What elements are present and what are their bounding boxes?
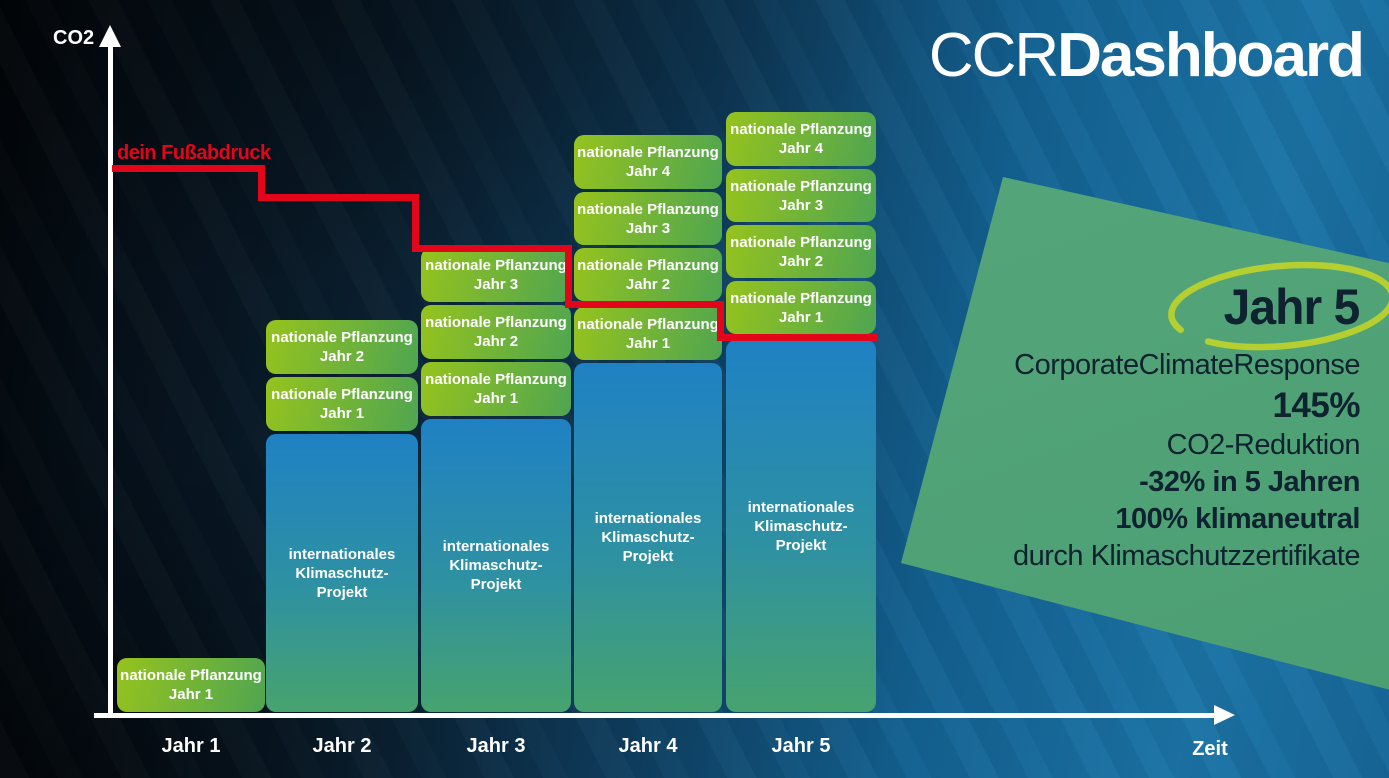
bar-jahr4-national-1: nationale Pflanzung Jahr 1 — [574, 307, 722, 360]
block-label-line: Jahr 3 — [625, 219, 671, 237]
block-label-line: Projekt — [622, 548, 674, 565]
block-label-line: Projekt — [470, 576, 522, 593]
footprint-line-segment — [258, 165, 265, 201]
block-label-line: Jahr 1 — [473, 390, 519, 407]
block-label-line: Jahr 4 — [625, 163, 671, 180]
block-label-line: internationales — [288, 545, 396, 563]
block-label-line: nationale Pflanzung — [577, 256, 719, 274]
block-label-line: Jahr 2 — [625, 275, 671, 293]
block-label-line: Jahr 2 — [319, 348, 365, 365]
block-label-line: nationale Pflanzung — [425, 371, 567, 388]
footprint-line-segment — [412, 194, 419, 252]
panel-line-certificates: durch Klimaschutzzertifikate — [1012, 540, 1361, 572]
tick-jahr-4: Jahr 4 — [618, 735, 678, 757]
panel-line-reduction-5y: -32% in 5 Jahren — [1139, 466, 1360, 498]
panel-stats: CorporateClimateResponse 145% CO2-Redukt… — [1012, 347, 1361, 575]
bar-jahr3-international: internationales Klimaschutz- Projekt — [421, 419, 571, 712]
block-label-line: nationale Pflanzung — [577, 200, 719, 218]
bar-jahr1-national-1: nationale Pflanzung Jahr 1 — [117, 658, 265, 712]
block-label-line: Jahr 4 — [778, 140, 824, 157]
bar-jahr2-national-1: nationale Pflanzung Jahr 1 — [266, 377, 418, 431]
bar-jahr4-national-3: nationale Pflanzung Jahr 3 — [574, 192, 722, 245]
block-label-line: Jahr 2 — [473, 333, 519, 350]
bar-jahr5-national-2: nationale Pflanzung Jahr 2 — [726, 225, 876, 278]
block-label-line: Projekt — [316, 583, 368, 601]
block-label-line: nationale Pflanzung — [425, 257, 567, 274]
bar-jahr4-international: internationales Klimaschutz- Projekt — [574, 363, 722, 712]
block-label-line: Jahr 1 — [778, 308, 824, 326]
footprint-line-segment — [565, 301, 724, 308]
block-label-line: Klimaschutz- — [601, 529, 695, 546]
block-label-line: Jahr 1 — [319, 405, 365, 422]
block-label-line: nationale Pflanzung — [271, 386, 413, 403]
block-label-line: Jahr 2 — [778, 252, 824, 270]
block-label-line: internationales — [594, 510, 702, 527]
bar-jahr2-national-2: nationale Pflanzung Jahr 2 — [266, 320, 418, 374]
page-title: CCRDashboard — [928, 21, 1365, 90]
bar-jahr3-national-3: nationale Pflanzung Jahr 3 — [421, 248, 571, 302]
block-label-line: Projekt — [775, 536, 827, 554]
block-label-line: nationale Pflanzung — [425, 314, 567, 331]
block-label-line: nationale Pflanzung — [271, 329, 413, 346]
panel-line-brand: CorporateClimateResponse — [1014, 349, 1360, 381]
block-label-line: Jahr 3 — [473, 276, 519, 293]
block-label-line: internationales — [747, 498, 855, 516]
panel-line-percent: 145% — [1272, 386, 1360, 425]
bar-jahr3-national-2: nationale Pflanzung Jahr 2 — [421, 305, 571, 359]
x-axis-label: Zeit — [1192, 738, 1228, 760]
block-label-line: Klimaschutz- — [754, 517, 848, 535]
tick-jahr-3: Jahr 3 — [466, 735, 526, 757]
bar-jahr5-national-4: nationale Pflanzung Jahr 4 — [726, 112, 876, 166]
tick-jahr-5: Jahr 5 — [771, 735, 831, 757]
block-label-line: internationales — [442, 538, 550, 555]
footprint-label: dein Fußabdruck — [117, 142, 271, 164]
y-axis-arrow-icon — [99, 25, 121, 47]
block-label-line: nationale Pflanzung — [730, 121, 872, 138]
block-label-line: Jahr 1 — [168, 686, 214, 703]
panel-year-highlight: Jahr 5 — [1223, 279, 1360, 335]
block-label-line: nationale Pflanzung — [730, 177, 872, 195]
block-label-line: Klimaschutz- — [295, 564, 389, 582]
bar-jahr3-national-1: nationale Pflanzung Jahr 1 — [421, 362, 571, 416]
title-light-part: CCR — [928, 21, 1059, 90]
block-label-line: nationale Pflanzung — [120, 667, 262, 684]
bar-jahr4-national-4: nationale Pflanzung Jahr 4 — [574, 135, 722, 189]
footprint-line-segment — [717, 334, 878, 341]
bar-jahr2-international: internationales Klimaschutz- Projekt — [266, 434, 418, 712]
block-label-line: nationale Pflanzung — [730, 289, 872, 307]
footprint-line-segment — [112, 165, 265, 172]
tick-jahr-1: Jahr 1 — [161, 735, 221, 757]
panel-line-co2-reduction: CO2-Reduktion — [1166, 429, 1361, 461]
footprint-line-segment — [717, 301, 724, 341]
block-label-line: Klimaschutz- — [449, 557, 543, 574]
block-label-line: Jahr 3 — [778, 196, 824, 214]
x-axis-arrow-icon — [1214, 705, 1235, 725]
bar-jahr5-international: internationales Klimaschutz- Projekt — [726, 340, 876, 712]
panel-line-climate-neutral: 100% klimaneutral — [1115, 503, 1360, 535]
footprint-line-segment — [565, 245, 572, 308]
tick-jahr-2: Jahr 2 — [312, 735, 372, 757]
block-label-line: nationale Pflanzung — [730, 233, 872, 251]
bar-jahr4-national-2: nationale Pflanzung Jahr 2 — [574, 248, 722, 301]
block-label-line: nationale Pflanzung — [577, 144, 719, 161]
bar-jahr5-national-1: nationale Pflanzung Jahr 1 — [726, 281, 876, 334]
y-axis-line — [108, 44, 113, 716]
title-bold-part: Dashboard — [1057, 21, 1365, 90]
footprint-line-segment — [258, 194, 419, 201]
bar-jahr5-national-3: nationale Pflanzung Jahr 3 — [726, 169, 876, 222]
x-axis-line — [94, 713, 1216, 718]
footprint-line-segment — [412, 245, 572, 252]
block-label-line: nationale Pflanzung — [577, 315, 719, 333]
block-label-line: Jahr 1 — [625, 334, 671, 352]
y-axis-label: CO2 — [53, 27, 95, 49]
